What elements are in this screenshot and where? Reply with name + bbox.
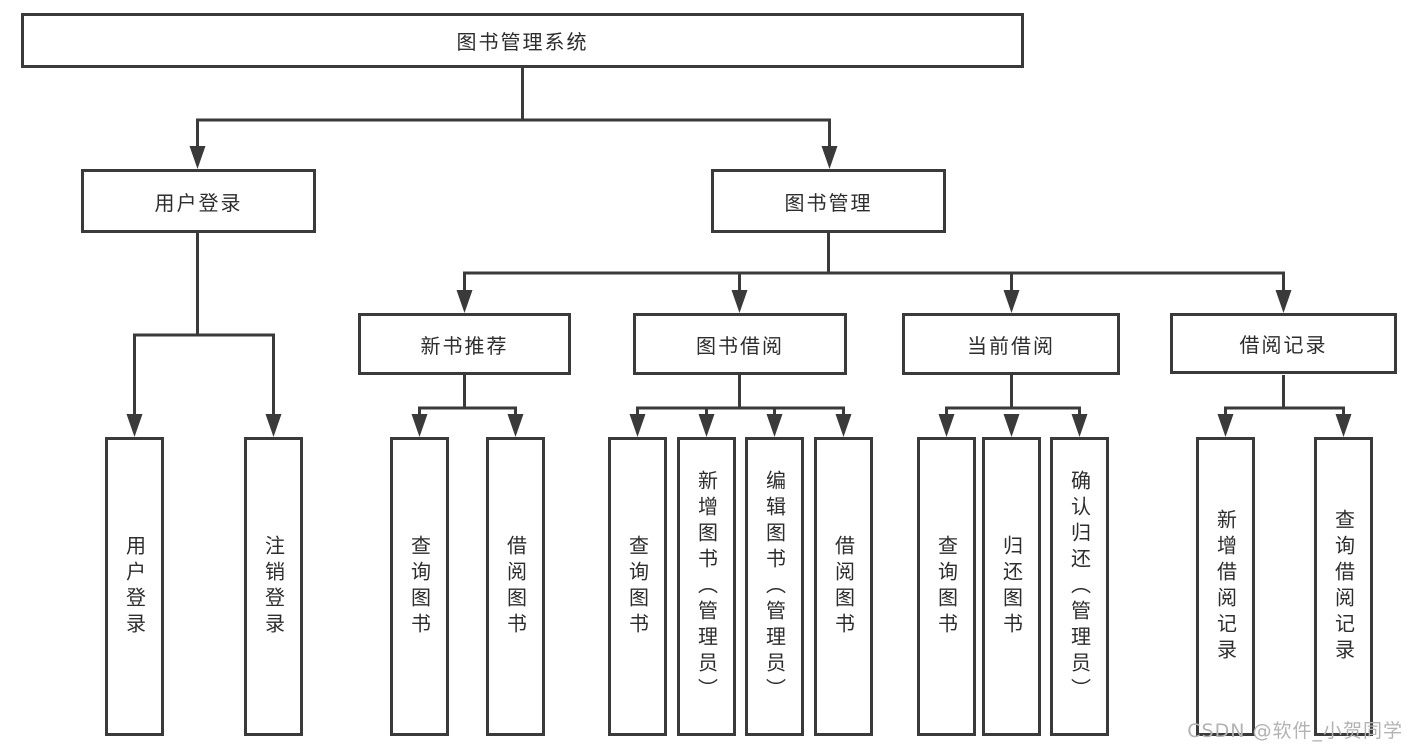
leaf-borrow-books: 借阅图书 xyxy=(814,437,873,736)
leaf-label: 查询图书 xyxy=(625,534,650,639)
node-new-book-recommend: 新书推荐 xyxy=(358,313,571,375)
node-current-borrow: 当前借阅 xyxy=(902,313,1120,375)
leaf-confirm-return-admin: 确认归还（管理员） xyxy=(1050,437,1109,736)
csdn-watermark: CSDN @软件_小贺同学 xyxy=(1187,720,1403,742)
node-label: 图书借阅 xyxy=(696,333,784,358)
leaf-add-borrow-record: 新增借阅记录 xyxy=(1196,437,1255,736)
leaf-label: 编辑图书（管理员） xyxy=(762,469,787,704)
leaf-logout: 注销登录 xyxy=(244,437,303,736)
node-label: 图书管理 xyxy=(784,190,873,215)
leaf-query-books-current: 查询图书 xyxy=(917,437,976,736)
leaf-label: 确认归还（管理员） xyxy=(1067,469,1092,704)
leaf-user-login: 用户登录 xyxy=(105,437,164,736)
node-label: 新书推荐 xyxy=(420,333,509,358)
connector-line xyxy=(133,68,1345,424)
leaf-label: 借阅图书 xyxy=(831,534,856,639)
node-book-management: 图书管理 xyxy=(711,169,946,233)
leaf-label: 新增图书（管理员） xyxy=(694,469,719,704)
node-label: 用户登录 xyxy=(154,190,243,215)
node-borrow-records: 借阅记录 xyxy=(1170,313,1397,374)
leaf-label: 查询图书 xyxy=(407,534,432,639)
leaf-edit-books-admin: 编辑图书（管理员） xyxy=(745,437,804,736)
node-system-root: 图书管理系统 xyxy=(21,13,1024,68)
arrowheads xyxy=(126,146,1352,437)
node-label: 当前借阅 xyxy=(967,333,1055,358)
leaf-borrow-books-newrec: 借阅图书 xyxy=(486,437,545,736)
leaf-return-books: 归还图书 xyxy=(982,437,1041,736)
leaf-query-borrow-record: 查询借阅记录 xyxy=(1314,437,1373,736)
leaf-label: 新增借阅记录 xyxy=(1213,508,1238,665)
leaf-label: 查询借阅记录 xyxy=(1331,508,1356,665)
node-label: 图书管理系统 xyxy=(456,30,589,54)
leaf-add-books-admin: 新增图书（管理员） xyxy=(677,437,736,736)
leaf-query-books-borrow: 查询图书 xyxy=(608,437,667,736)
leaf-label: 注销登录 xyxy=(261,534,286,639)
leaf-label: 借阅图书 xyxy=(503,534,528,639)
leaf-label: 用户登录 xyxy=(122,534,147,639)
node-label: 借阅记录 xyxy=(1239,333,1328,357)
leaf-label: 查询图书 xyxy=(934,534,959,639)
leaf-query-books-newrec: 查询图书 xyxy=(390,437,449,736)
leaf-label: 归还图书 xyxy=(999,534,1024,639)
node-book-borrow: 图书借阅 xyxy=(633,313,847,375)
node-user-login: 用户登录 xyxy=(81,169,316,233)
